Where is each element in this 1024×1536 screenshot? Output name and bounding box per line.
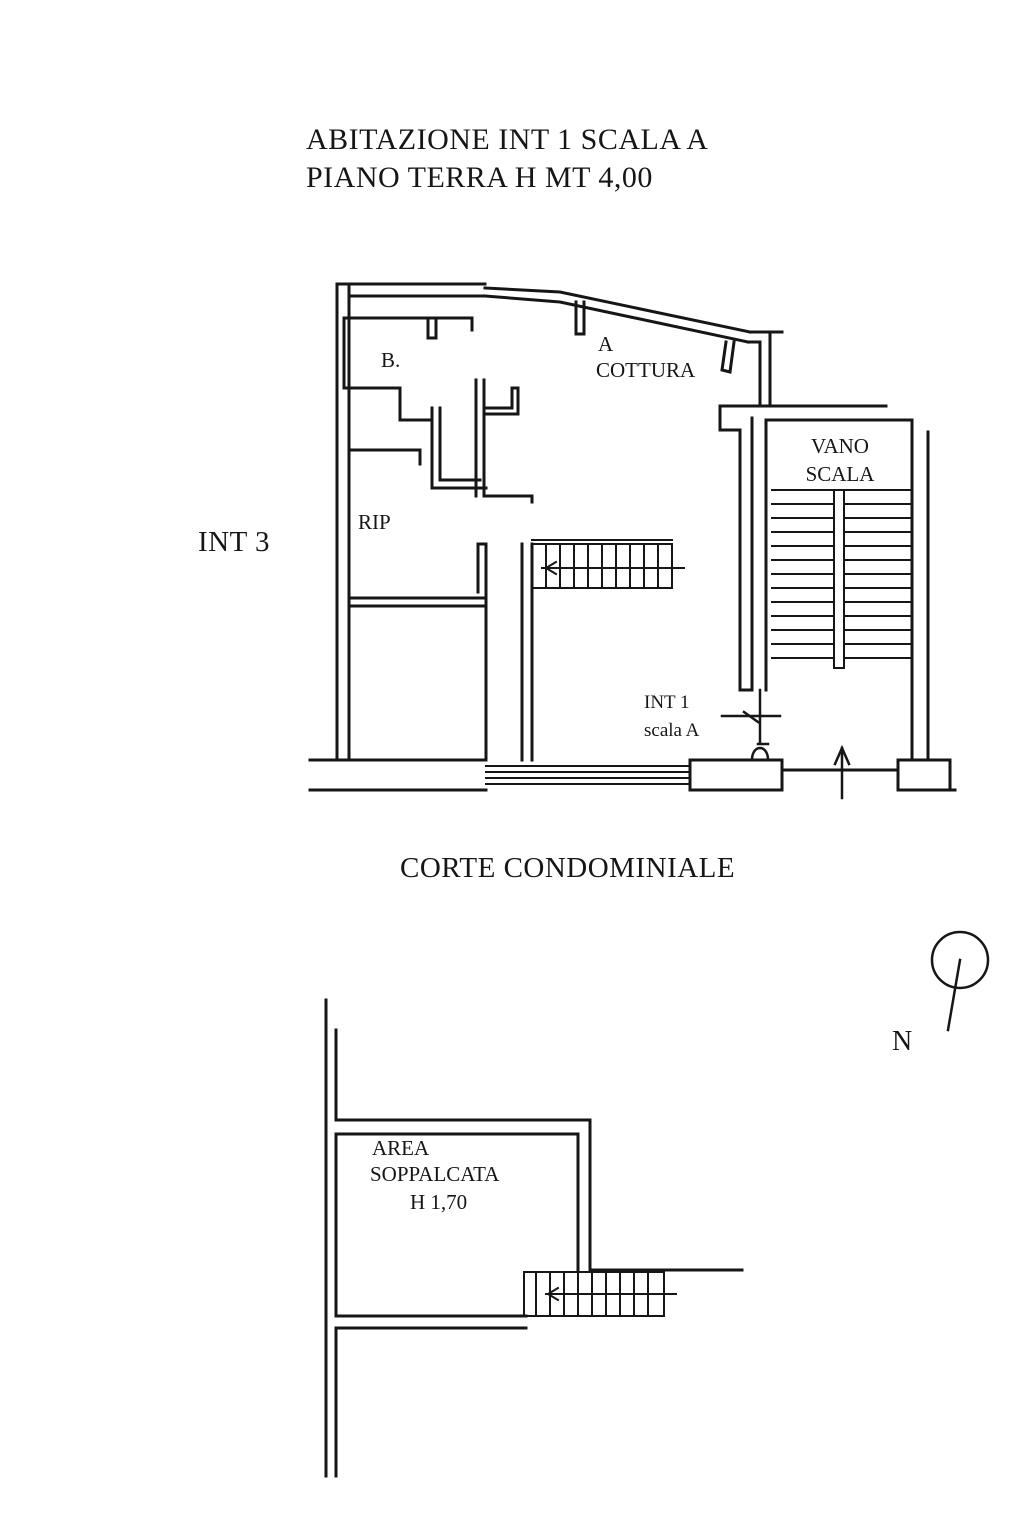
plan-title-line2: PIANO TERRA H MT 4,00: [306, 161, 653, 194]
entrance-label-line2: scala A: [644, 720, 700, 741]
plan-title-line1: ABITAZIONE INT 1 SCALA A: [306, 123, 709, 156]
courtyard-label: CORTE CONDOMINIALE: [400, 852, 736, 884]
room-label-stairwell-line1: VANO: [811, 434, 869, 458]
mezzanine-label-line2: SOPPALCATA: [370, 1162, 500, 1186]
room-label-kitchen-a: A: [598, 332, 614, 356]
room-label-kitchen: COTTURA: [596, 358, 696, 382]
compass-north-label: N: [892, 1026, 913, 1057]
mezzanine-walls: [324, 998, 744, 1478]
room-label-stairwell-line2: SCALA: [805, 462, 875, 486]
neighbor-unit-label: INT 3: [198, 526, 271, 558]
common-stair: [771, 489, 911, 669]
mezzanine-label-height: H 1,70: [410, 1190, 468, 1214]
mezzanine-stair: [523, 1271, 677, 1317]
room-label-bath: B.: [381, 348, 401, 372]
interior-walls: [342, 300, 736, 762]
room-label-storage: RIP: [358, 510, 391, 534]
compass-icon: [930, 930, 990, 1032]
mezzanine-label-line1: AREA: [372, 1136, 430, 1160]
entrance: [720, 688, 851, 800]
entrance-label-line1: INT 1: [644, 692, 690, 713]
internal-stair: [531, 539, 685, 589]
window-opening: [485, 765, 691, 785]
